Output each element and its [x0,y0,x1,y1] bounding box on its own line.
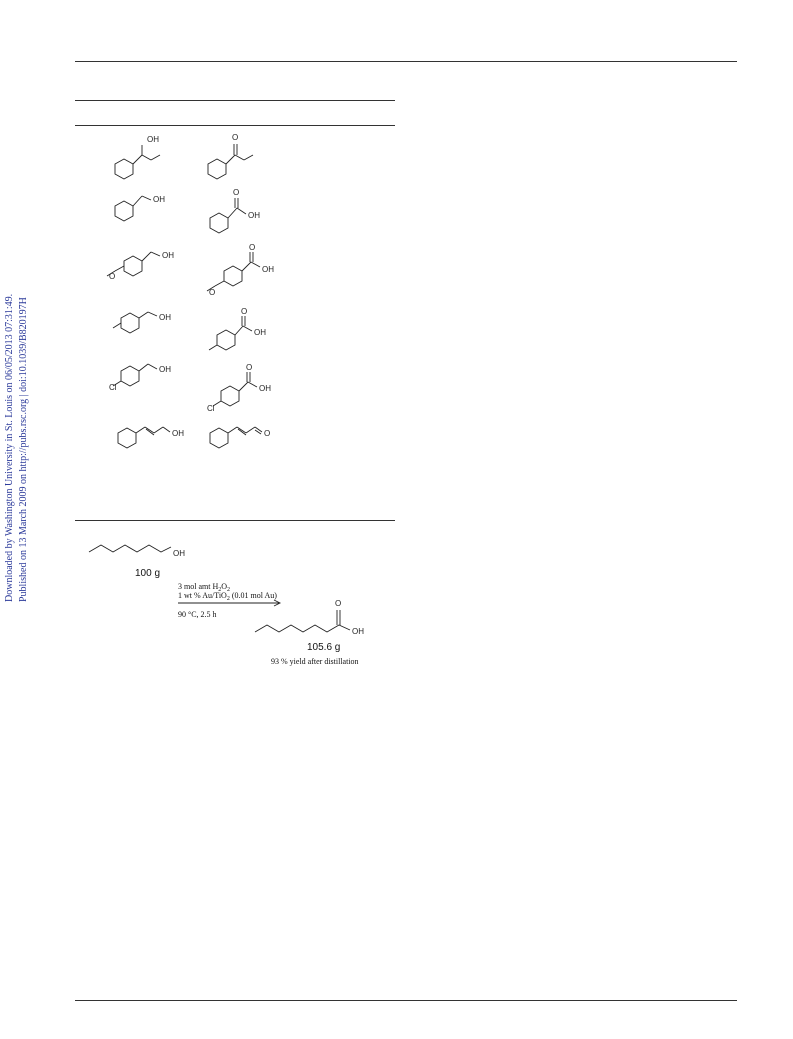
product-1-propiophenone: O [207,133,254,180]
table-bottom-rule [75,520,395,521]
substrate-2-benzyl-alcohol: OH [114,195,165,222]
product-5-cl-label: Cl [207,404,215,413]
reaction-scheme: OH 100 g 3 mol amt H2O2 1 wt % Au/TiO2 (… [88,544,364,666]
substrate-4-methylbenzyl-alcohol: OH [112,311,171,334]
substrate-1-oh-label: OH [147,135,159,144]
substrate-6-cinnamyl-alcohol: OH [117,426,184,449]
product-5-chlorobenzoic-acid: Cl O OH [207,363,271,413]
hexanoic-acid-o-label: O [335,599,341,608]
structure-table: OH O OH O OH O OH O O OH [106,133,274,449]
product-5-o-label: O [246,363,252,372]
product-mass: 105.6 g [307,642,340,653]
start-mass: 100 g [135,568,160,579]
substrate-1-phenylpropanol: OH [114,135,161,180]
product-6-cinnamaldehyde: O [209,426,270,449]
reagent-line-3: 90 °C, 2.5 h [178,610,217,619]
product-1-o-label: O [232,133,238,142]
reaction-arrow [178,599,282,607]
publication-notice: Published on 13 March 2009 on http://pub… [18,297,29,602]
product-6-o-label: O [264,429,270,438]
substrate-3-o-label: O [109,272,115,281]
product-3-o-label: O [249,243,255,252]
hexanoic-acid-oh-label: OH [352,627,364,636]
product-3-methoxybenzoic-acid: O O OH [206,243,274,297]
footer-rule [75,1000,737,1001]
product-4-methylbenzoic-acid: O OH [208,307,266,351]
substrate-2-oh-label: OH [153,195,165,204]
product-2-benzoic-acid: O OH [209,188,260,234]
substrate-6-oh-label: OH [172,429,184,438]
table-header-rule [75,125,395,126]
reagent-line-1: 3 mol amt H2O2 [178,582,230,593]
product-4-o-label: O [241,307,247,316]
substrate-4-oh-label: OH [159,313,171,322]
hexanoic-acid-structure: O OH [254,599,364,636]
substrate-3-methoxybenzyl-alcohol: O OH [106,251,174,281]
product-3-oh-label: OH [262,265,274,274]
substrate-5-chlorobenzyl-alcohol: Cl OH [109,363,171,392]
product-2-o-label: O [233,188,239,197]
header-rule [75,61,737,62]
product-5-oh-label: OH [259,384,271,393]
substrate-5-cl-label: Cl [109,383,117,392]
yield-text: 93 % yield after distillation [271,657,359,666]
product-4-oh-label: OH [254,328,266,337]
table-top-rule [75,100,395,101]
product-2-oh-label: OH [248,211,260,220]
hexanol-structure: OH [88,544,185,558]
substrate-5-oh-label: OH [159,365,171,374]
product-3-o-prefix: O [209,288,215,297]
reagent-line-2: 1 wt % Au/TiO2 (0.01 mol Au) [178,591,277,602]
substrate-3-oh-label: OH [162,251,174,260]
download-notice: Downloaded by Washington University in S… [4,293,15,602]
hexanol-oh-label: OH [173,549,185,558]
